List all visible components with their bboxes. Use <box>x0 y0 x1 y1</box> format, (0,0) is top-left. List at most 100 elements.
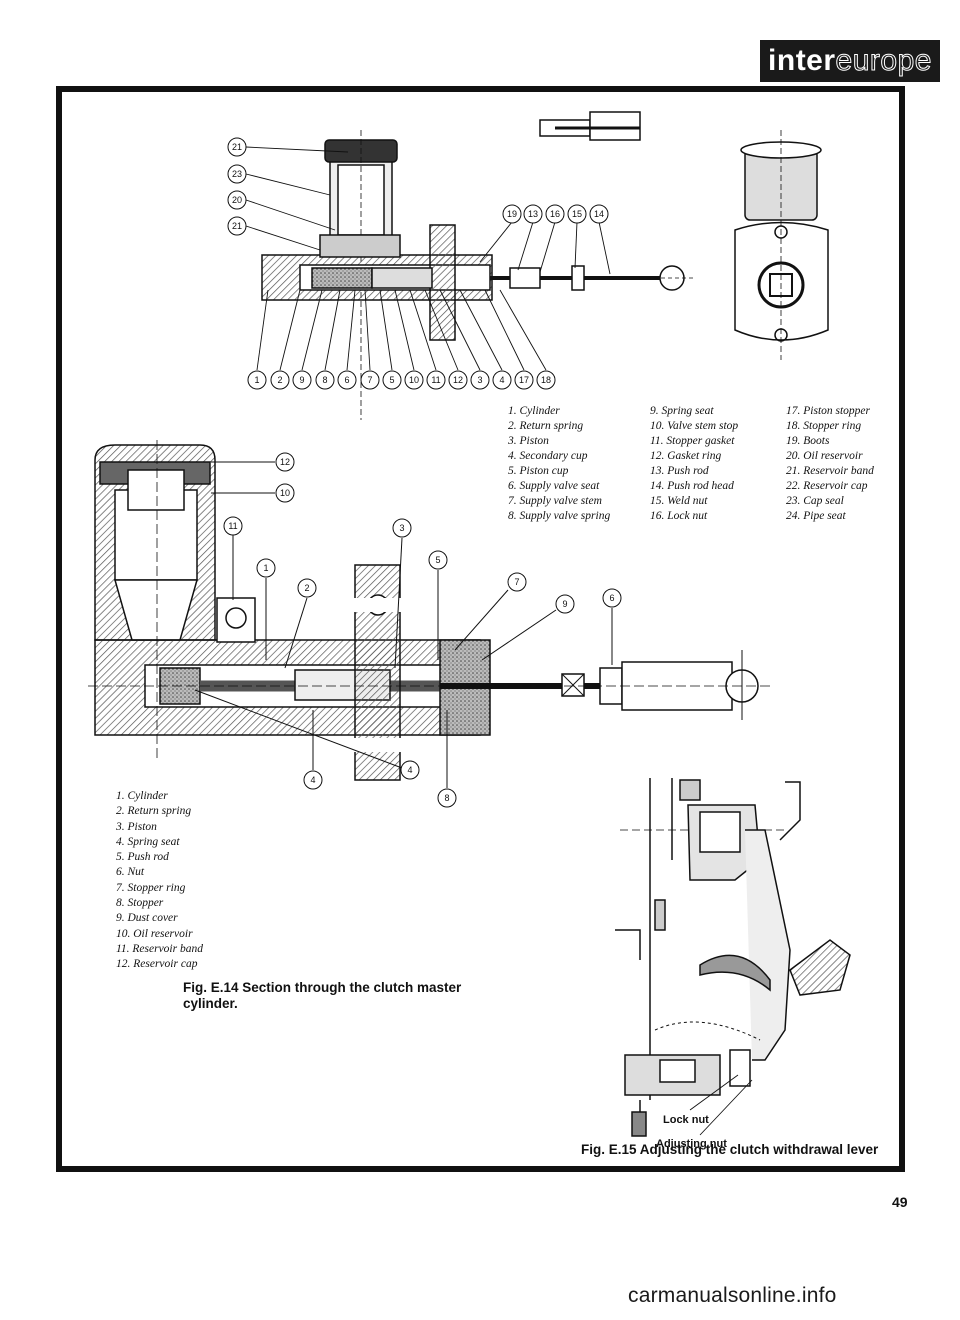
callout-section-8: 9 <box>555 594 575 614</box>
callout-text: 8 <box>322 375 327 385</box>
callout-text: 10 <box>280 488 290 498</box>
callout-text: 5 <box>389 375 394 385</box>
brand-logo: intereurope <box>760 40 940 82</box>
legend-item: 21. Reservoir band <box>786 465 874 477</box>
callout-text: 12 <box>280 457 290 467</box>
page-number: 49 <box>892 1194 908 1210</box>
legend-item: 18. Stopper ring <box>786 420 862 432</box>
callout-text: 9 <box>562 599 567 609</box>
callout-bottom-1: 2 <box>270 370 290 390</box>
callout-top-4: 14 <box>589 204 609 224</box>
legend-item: 1. Cylinder <box>116 790 168 802</box>
callout-bottom-0: 1 <box>247 370 267 390</box>
legend-item: 12. Gasket ring <box>650 450 722 462</box>
callout-text: 5 <box>435 555 440 565</box>
legend-item: 13. Push rod <box>650 465 709 477</box>
watermark: carmanualsonline.info <box>628 1284 837 1307</box>
legend-item: 6. Supply valve seat <box>508 480 600 492</box>
callout-bottom-8: 11 <box>426 370 446 390</box>
top-leader-lines <box>245 146 611 371</box>
callout-top-1: 13 <box>523 204 543 224</box>
callout-top-2: 16 <box>545 204 565 224</box>
callout-text: 3 <box>399 523 404 533</box>
callout-text: 2 <box>304 583 309 593</box>
callout-section-4: 2 <box>297 578 317 598</box>
legend-item: 5. Piston cup <box>508 465 569 477</box>
legend-item: 17. Piston stopper <box>786 405 871 417</box>
callout-text: 2 <box>277 375 282 385</box>
callout-bottom-9: 12 <box>448 370 468 390</box>
callout-section-2: 11 <box>223 516 243 536</box>
adjusting-nut-label: Adjusting nut <box>656 1138 727 1150</box>
callout-text: 13 <box>528 209 538 219</box>
section-drawing <box>88 440 770 781</box>
callout-section-6: 5 <box>428 550 448 570</box>
legend-item: 9. Spring seat <box>650 405 714 417</box>
legend-item: 4. Secondary cup <box>508 450 588 462</box>
legend-item: 7. Stopper ring <box>116 881 186 894</box>
callout-text: 4 <box>499 375 504 385</box>
legend-item: 2. Return spring <box>116 805 192 818</box>
legend-item: 3. Piston <box>116 820 157 833</box>
top-callouts: 21 23 20 21 19 13 16 15 14 1 2 9 8 6 7 5… <box>227 137 609 390</box>
legend-item: 11. Reservoir band <box>116 942 203 955</box>
legend-item: 20. Oil reservoir <box>786 450 863 462</box>
callout-section-7: 7 <box>507 572 527 592</box>
callout-text: 10 <box>409 375 419 385</box>
legend-item: 6. Nut <box>116 866 145 879</box>
top-master-cylinder-diagram <box>261 111 829 420</box>
callout-bottom-10: 3 <box>470 370 490 390</box>
legend-item: 5. Push rod <box>116 851 169 864</box>
callout-text: 7 <box>514 577 519 587</box>
callout-text: 18 <box>541 375 551 385</box>
legend-item: 4. Spring seat <box>116 835 180 848</box>
callout-bottom-11: 4 <box>492 370 512 390</box>
legend-item: 19. Boots <box>786 435 830 447</box>
callout-left-1: 23 <box>227 164 247 184</box>
legend-item: 7. Supply valve stem <box>508 495 602 507</box>
legend-item: 8. Supply valve spring <box>508 510 611 522</box>
callout-text: 11 <box>228 521 237 531</box>
callout-text: 15 <box>572 209 582 219</box>
legend-item: 11. Stopper gasket <box>650 435 735 447</box>
callout-text: 7 <box>367 375 372 385</box>
top-legend-col1: 1. Cylinder 2. Return spring 3. Piston 4… <box>508 404 610 524</box>
callout-section-3: 1 <box>256 558 276 578</box>
callout-section-9: 6 <box>602 588 622 608</box>
legend-item: 10. Valve stem stop <box>650 420 739 432</box>
legend-item: 8. Stopper <box>116 897 164 910</box>
callout-section-12: 8 <box>437 788 457 808</box>
callout-left-0: 21 <box>227 137 247 157</box>
section-leader-lines <box>194 461 613 788</box>
callout-bottom-7: 10 <box>404 370 424 390</box>
callout-text: 17 <box>519 375 529 385</box>
fig-e15-caption: Fig. E.15 Adjusting the clutch withdrawa… <box>581 1142 879 1157</box>
legend-item: 1. Cylinder <box>508 405 560 417</box>
legend-item: 2. Return spring <box>508 420 584 432</box>
callout-bottom-5: 7 <box>360 370 380 390</box>
callout-bottom-2: 9 <box>292 370 312 390</box>
callout-left-3: 21 <box>227 216 247 236</box>
callout-text: 6 <box>344 375 349 385</box>
legend-item: 23. Cap seal <box>786 495 844 507</box>
page-frame <box>56 86 905 1172</box>
callout-text: 1 <box>254 375 259 385</box>
brand-outline-text: europe <box>835 44 932 78</box>
callout-section-0: 12 <box>275 452 295 472</box>
callout-text: 23 <box>232 169 242 179</box>
legend-item: 12. Reservoir cap <box>116 958 198 971</box>
callout-bottom-6: 5 <box>382 370 402 390</box>
legend-item: 24. Pipe seat <box>786 510 846 522</box>
callout-bottom-13: 18 <box>536 370 556 390</box>
brand-bold-text: inter <box>768 44 836 77</box>
bottom-legend: 1. Cylinder 2. Return spring 3. Piston 4… <box>116 789 203 973</box>
callout-text: 9 <box>299 375 304 385</box>
callout-text: 4 <box>407 765 412 775</box>
callout-section-11: 4 <box>303 770 323 790</box>
callout-text: 6 <box>609 593 614 603</box>
callout-text: 3 <box>477 375 482 385</box>
callout-text: 20 <box>232 195 242 205</box>
legend-item: 14. Push rod head <box>650 480 734 492</box>
callout-top-3: 15 <box>567 204 587 224</box>
